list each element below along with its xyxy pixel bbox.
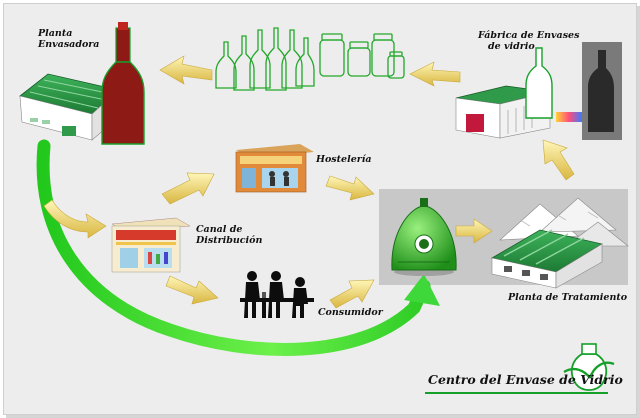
- arrow-canal-to-consumer: [165, 275, 219, 305]
- arrow-containers-to-plant: [159, 55, 213, 85]
- logo-underline: [425, 392, 608, 394]
- label-planta-tratamiento: Planta de Tratamiento: [508, 292, 628, 303]
- label-fabrica-line2: de vidrio: [488, 41, 535, 52]
- wine-bottle-icon: [101, 22, 145, 145]
- label-planta-envasadora-line2: Envasadora: [38, 39, 100, 50]
- shop-icon: [111, 217, 191, 273]
- glass-factory-icon: [455, 47, 553, 139]
- restaurant-icon: [235, 144, 314, 193]
- glass-jar-logo: [563, 343, 615, 391]
- arrow-factory-to-containers: [409, 61, 461, 87]
- logo-text: Centro del Envase de Vidrio: [428, 372, 623, 387]
- arrow-canal-to-hosteleria: [161, 172, 215, 205]
- arrow-plant-to-canal: [43, 199, 107, 239]
- label-planta-envasadora-line1: Planta: [38, 28, 73, 39]
- furnace-bottle-icon: [556, 42, 622, 140]
- treatment-plant-icon: [490, 229, 604, 289]
- label-canal: Canal de Distribución: [196, 224, 262, 246]
- label-fabrica: Fábrica de Envases de vidrio: [478, 30, 579, 52]
- arrow-igloo-to-treatment: [455, 218, 493, 244]
- consumers-table-icon: [240, 271, 314, 318]
- label-planta-envasadora: Planta Envasadora: [38, 28, 99, 50]
- green-return-arrow: [36, 139, 440, 356]
- label-consumidor: Consumidor: [318, 307, 383, 318]
- bottling-plant-icon: [19, 73, 121, 141]
- arrow-hosteleria-to-igloo: [325, 175, 375, 201]
- label-canal-line1: Canal de: [196, 224, 243, 235]
- label-fabrica-line1: Fábrica de Envases: [478, 30, 580, 41]
- label-hosteleria: Hostelería: [316, 154, 372, 165]
- flow-arrows: [43, 55, 575, 309]
- empty-glass-containers-icon: [215, 27, 405, 91]
- arrow-treatment-to-factory: [542, 139, 575, 181]
- recycling-igloo-icon: [391, 198, 457, 276]
- arrow-consumer-to-igloo: [329, 279, 375, 309]
- label-canal-line2: Distribución: [196, 235, 263, 246]
